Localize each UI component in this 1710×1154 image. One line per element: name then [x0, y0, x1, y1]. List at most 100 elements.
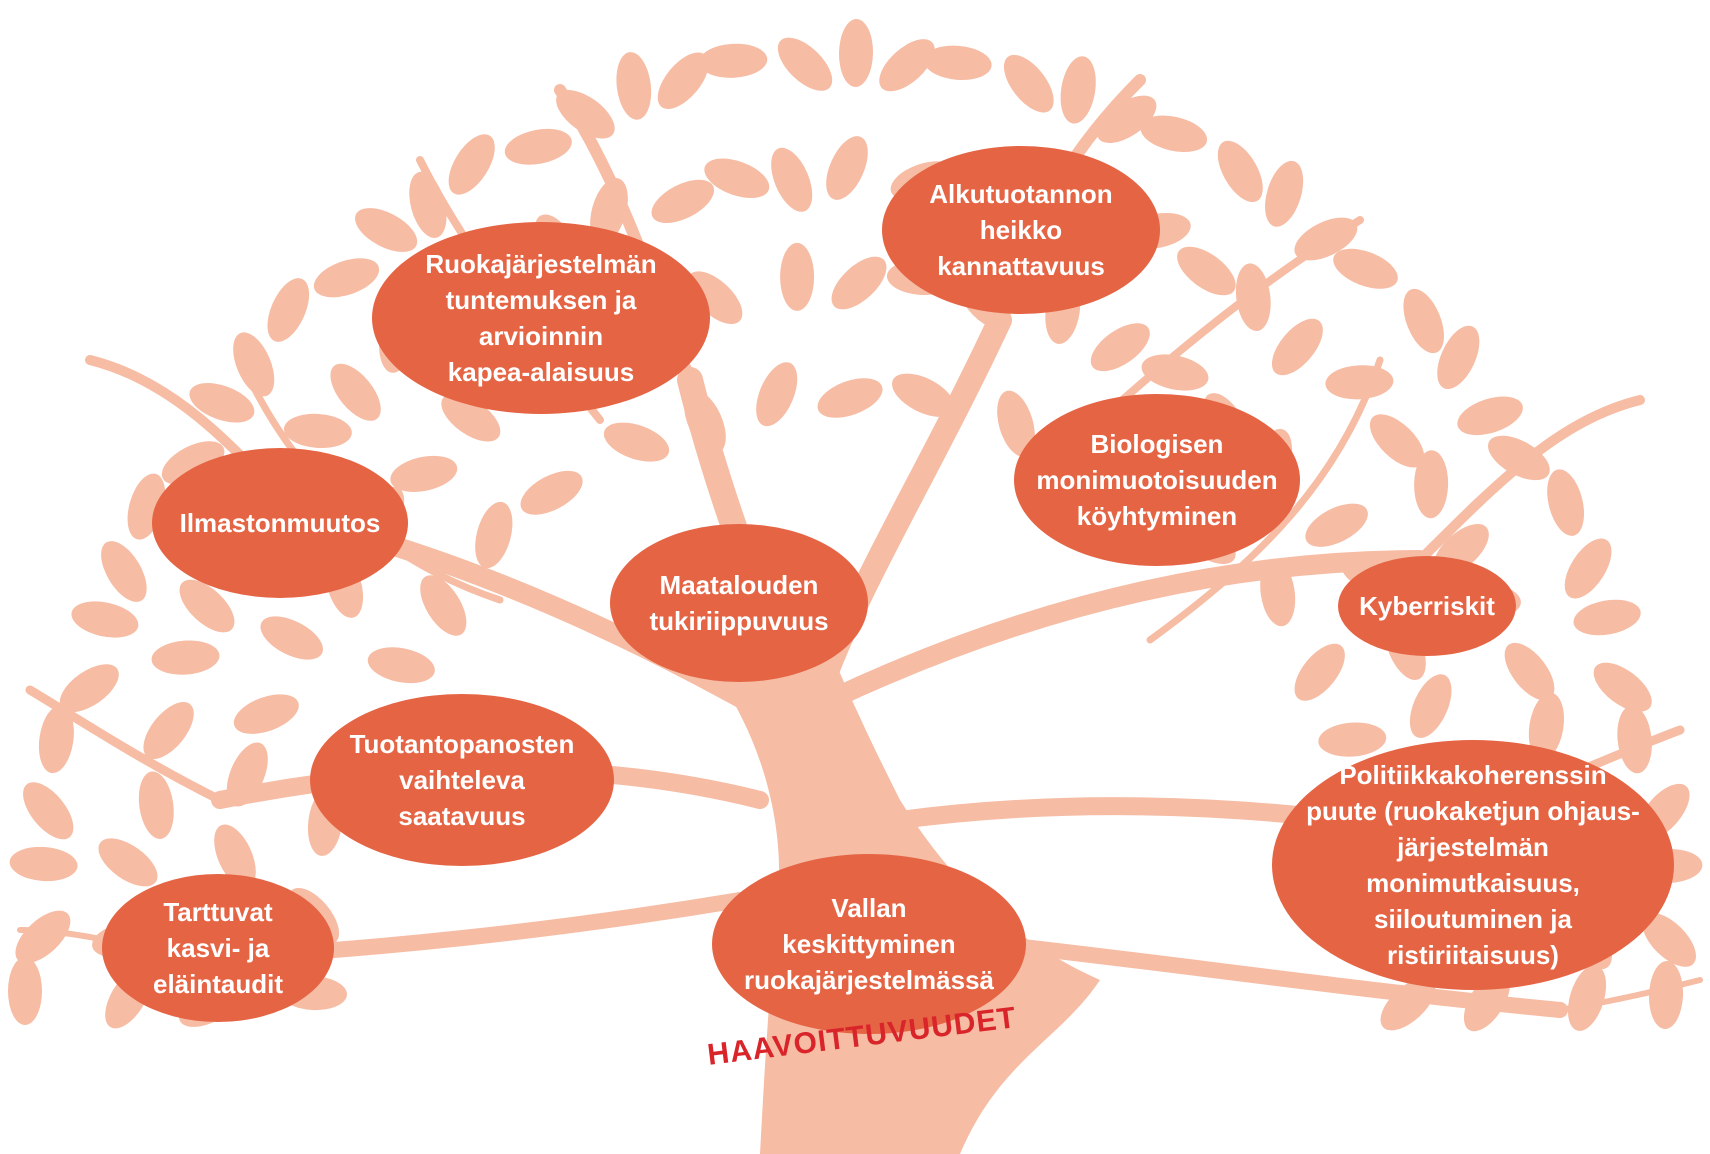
bubble-tartuntataudit: Tarttuvat kasvi- ja eläintaudit [102, 874, 334, 1022]
leaf [1003, 54, 1054, 113]
leaf [1369, 414, 1425, 468]
leaf [704, 158, 770, 199]
leaf [15, 910, 71, 964]
leaf [23, 782, 74, 840]
tree-branch [1415, 395, 1645, 565]
leaf [780, 242, 815, 311]
tree-branch [1096, 216, 1364, 424]
leaf [260, 616, 323, 660]
leaf [616, 52, 652, 120]
leaf [1648, 961, 1684, 1029]
leaf [1090, 323, 1150, 372]
leaf [1140, 115, 1208, 153]
leaf [1177, 246, 1236, 296]
leaf [8, 957, 42, 1025]
leaf [771, 147, 813, 212]
tree-branch [1146, 356, 1384, 644]
leaf [143, 701, 194, 760]
leaf [189, 383, 255, 423]
leaf [355, 208, 418, 252]
bubble-vallan: Vallan keskittyminen ruokajärjestelmässä [712, 854, 1026, 1034]
leaf [756, 362, 798, 427]
leaf [9, 846, 78, 882]
leaf [1318, 722, 1387, 757]
leaf [1409, 674, 1452, 738]
leaf [151, 640, 220, 675]
leaf [448, 134, 495, 195]
leaf [1564, 538, 1612, 599]
leaf [1403, 288, 1444, 354]
leaf [1325, 365, 1394, 400]
bubble-label: Vallan keskittyminen ruokajärjestelmässä [743, 893, 995, 995]
leaf [233, 332, 275, 397]
leaf [313, 258, 380, 298]
leaf [1333, 248, 1398, 289]
bubble-label: Biologisen monimuotoisuuden köyhtyminen [1036, 429, 1278, 531]
leaf [1437, 325, 1480, 390]
leaf [1271, 318, 1323, 376]
leaf [330, 363, 381, 421]
bubble-politiikka: Politiikkakoherenssin puute (ruokaketjun… [1272, 740, 1674, 990]
leaf [1504, 642, 1555, 701]
bubble-biologinen: Biologisen monimuotoisuuden köyhtyminen [1014, 394, 1300, 566]
leaf [687, 271, 743, 325]
leaf [1141, 354, 1209, 391]
bubble-ilmastonmuutos: Ilmastonmuutos [152, 448, 408, 598]
leaf [831, 256, 887, 310]
leaf [520, 470, 583, 515]
leaf [1414, 450, 1449, 519]
leaf [138, 771, 174, 839]
leaf [267, 278, 310, 342]
leaf [71, 601, 139, 638]
bubble-label: Maatalouden tukiriippuvuus [649, 570, 829, 636]
leaf [504, 128, 572, 165]
bubble-kyberriskit: Kyberriskit [1338, 556, 1516, 656]
leaf [1593, 662, 1652, 712]
leaf [1528, 692, 1565, 761]
bubble-label: Tarttuvat kasvi- ja eläintaudit [152, 897, 283, 999]
leaf [420, 575, 467, 636]
leaf [603, 422, 670, 462]
bubble-ruokajarjestelma: Ruokajärjestelmän tuntemuksen ja arvioin… [372, 222, 710, 414]
leaf [441, 393, 501, 442]
leaf [101, 541, 147, 602]
bubble-label: Alkutuotannon heikko kannattavuus [929, 179, 1113, 281]
leaf [214, 824, 256, 889]
tree-branch [1557, 977, 1703, 1013]
leaf [657, 52, 709, 109]
leaf [98, 838, 158, 887]
leaf [1096, 95, 1157, 143]
bubble-label: Ilmastonmuutos [179, 508, 381, 538]
leaf [826, 136, 868, 200]
leaf [1305, 503, 1368, 547]
leaf [1547, 469, 1585, 536]
leaf [923, 45, 992, 80]
leaf [1573, 599, 1641, 636]
leaf [777, 37, 833, 91]
bubble-alkutuotanto: Alkutuotannon heikko kannattavuus [882, 146, 1160, 314]
bubble-maatalous: Maatalouden tukiriippuvuus [610, 524, 868, 682]
leaf [879, 39, 935, 92]
leaf [838, 19, 874, 87]
tree-branch [820, 550, 1430, 710]
leaf [1488, 435, 1550, 481]
leaf [699, 43, 768, 78]
leaf [997, 390, 1035, 457]
leaf [1642, 913, 1696, 967]
leaf [1060, 56, 1096, 124]
leaf [1265, 160, 1304, 227]
leaf [1294, 643, 1345, 701]
bubble-label: Ruokajärjestelmän tuntemuksen ja arvioin… [425, 249, 657, 387]
leaf [475, 501, 513, 569]
bubble-label: Politiikkakoherenssin puute (ruokaketjun… [1306, 760, 1640, 970]
leaf [1567, 965, 1607, 1031]
leaf [161, 441, 225, 485]
leaf [1457, 396, 1523, 436]
leaf [283, 413, 352, 449]
leaf [892, 373, 955, 417]
leaf [651, 179, 715, 224]
bubble-label: Tuotantopanosten vaihteleva saatavuus [349, 729, 575, 831]
leaf [1217, 140, 1263, 203]
leaf [390, 455, 458, 492]
